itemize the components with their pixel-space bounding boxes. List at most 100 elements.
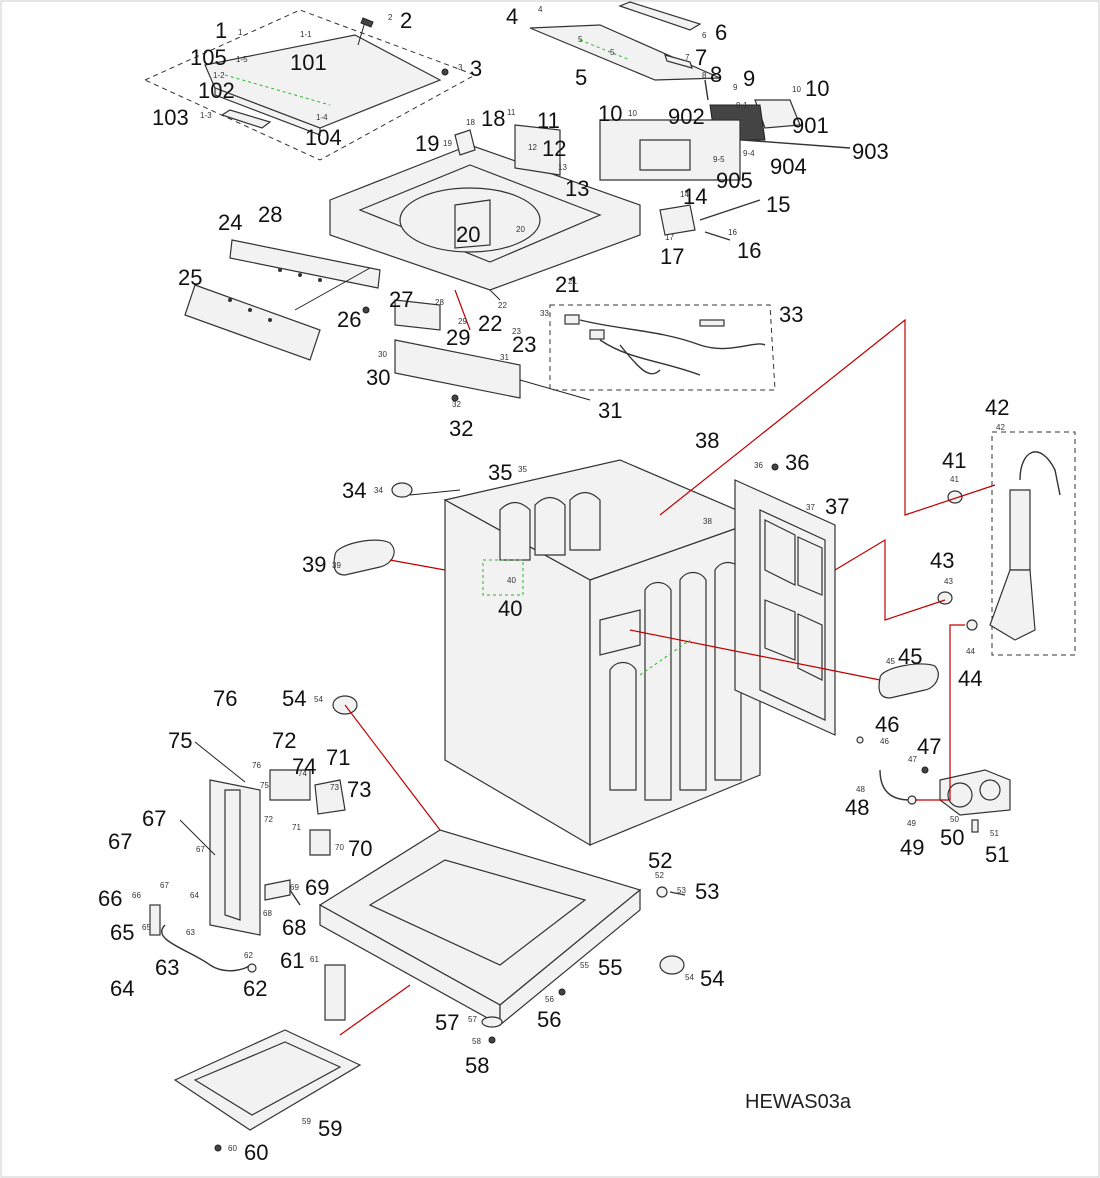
callout-28: 28 — [258, 202, 282, 227]
small-label: 76 — [252, 761, 261, 770]
small-label: 1-3 — [200, 111, 212, 120]
callout-33: 33 — [779, 302, 803, 327]
callout-30: 30 — [366, 365, 390, 390]
callout-31: 31 — [598, 398, 622, 423]
small-label: 49 — [907, 819, 916, 828]
callout-9: 9 — [743, 66, 755, 91]
callout-27: 27 — [389, 287, 413, 312]
small-label: 6 — [702, 31, 707, 40]
callout-72: 72 — [272, 728, 296, 753]
small-label: 47 — [908, 755, 917, 764]
callout-75: 75 — [168, 728, 192, 753]
callout-1: 1 — [215, 18, 227, 43]
small-label: 5 — [610, 48, 615, 57]
callout-7: 7 — [695, 45, 707, 70]
small-label: 53 — [677, 886, 686, 895]
small-label: 70 — [335, 843, 344, 852]
callout-70: 70 — [348, 836, 372, 861]
small-label: 1 — [238, 28, 243, 37]
callout-15: 15 — [766, 192, 790, 217]
small-label: 31 — [500, 353, 509, 362]
small-label: 40 — [507, 576, 516, 585]
callout-902: 902 — [668, 104, 705, 129]
small-label: 2 — [388, 13, 393, 22]
small-label: 1-5 — [236, 55, 248, 64]
small-label: 30 — [378, 350, 387, 359]
small-label: 36 — [754, 461, 763, 470]
callout-23: 23 — [512, 332, 536, 357]
callout-76: 76 — [213, 686, 237, 711]
callout-62: 62 — [243, 976, 267, 1001]
small-label: 37 — [806, 503, 815, 512]
control-panel-cover — [529, 1, 721, 101]
small-label: 12 — [528, 143, 537, 152]
callout-18: 18 — [481, 106, 505, 131]
small-label: 35 — [518, 465, 527, 474]
callout-45: 45 — [898, 644, 922, 669]
callout-905: 905 — [716, 168, 753, 193]
small-label: 23 — [512, 327, 521, 336]
small-label: 65 — [142, 923, 151, 932]
callout-12: 12 — [542, 136, 566, 161]
small-part-labels: 1 1-1 1-5 1-2 1-3 1-4 2 3 4 5 5 6 7 8 9 … — [132, 5, 1005, 1153]
small-label: 28 — [435, 298, 444, 307]
back-panel — [734, 463, 836, 736]
small-label: 62 — [244, 951, 253, 960]
small-label: 69 — [290, 883, 299, 892]
small-label: 41 — [950, 475, 959, 484]
small-label: 63 — [186, 928, 195, 937]
small-label: 73 — [330, 783, 339, 792]
callout-52: 52 — [648, 848, 672, 873]
small-label: 3 — [458, 63, 463, 72]
small-label: 7 — [685, 53, 690, 62]
callout-10b: 10 — [598, 101, 622, 126]
small-label: 1-2 — [213, 71, 225, 80]
callout-103: 103 — [152, 105, 189, 130]
small-label: 42 — [996, 423, 1005, 432]
callout-61: 61 — [280, 948, 304, 973]
pcb-block-901 — [599, 99, 851, 181]
callout-60: 60 — [244, 1140, 268, 1165]
small-label: 54 — [685, 973, 694, 982]
control-panel-front — [184, 239, 591, 402]
small-label: 68 — [263, 909, 272, 918]
small-label: 21 — [568, 277, 577, 286]
callout-101: 101 — [290, 50, 327, 75]
small-label: 67 — [160, 881, 169, 890]
small-label: 58 — [472, 1037, 481, 1046]
callout-42: 42 — [985, 395, 1009, 420]
small-label: 10 — [628, 109, 637, 118]
callout-16: 16 — [737, 238, 761, 263]
callout-903: 903 — [852, 139, 889, 164]
callout-68: 68 — [282, 915, 306, 940]
callout-6: 6 — [715, 20, 727, 45]
small-label: 1-1 — [300, 30, 312, 39]
small-label: 61 — [310, 955, 319, 964]
small-label: 67 — [196, 845, 205, 854]
callout-19: 19 — [415, 131, 439, 156]
callout-26: 26 — [337, 307, 361, 332]
callout-22: 22 — [478, 311, 502, 336]
drain-pump-50 — [856, 736, 1011, 833]
callout-36: 36 — [785, 450, 809, 475]
callout-20: 20 — [456, 222, 480, 247]
callout-71: 71 — [326, 745, 350, 770]
small-label: 5 — [578, 35, 583, 44]
callout-904: 904 — [770, 154, 807, 179]
small-label: 48 — [856, 785, 865, 794]
small-label: 74 — [298, 769, 307, 778]
callout-102: 102 — [198, 78, 235, 103]
callout-46: 46 — [875, 712, 899, 737]
callout-56: 56 — [537, 1007, 561, 1032]
small-label: 64 — [190, 891, 199, 900]
small-label: 19 — [443, 139, 452, 148]
callout-55: 55 — [598, 955, 622, 980]
wiring-harness-33 — [549, 304, 776, 391]
left-side-assembly — [149, 741, 346, 973]
small-label: 39 — [332, 561, 341, 570]
small-label: 44 — [966, 647, 975, 656]
callout-59: 59 — [318, 1116, 342, 1141]
small-label: 71 — [292, 823, 301, 832]
small-label: 60 — [228, 1144, 237, 1153]
